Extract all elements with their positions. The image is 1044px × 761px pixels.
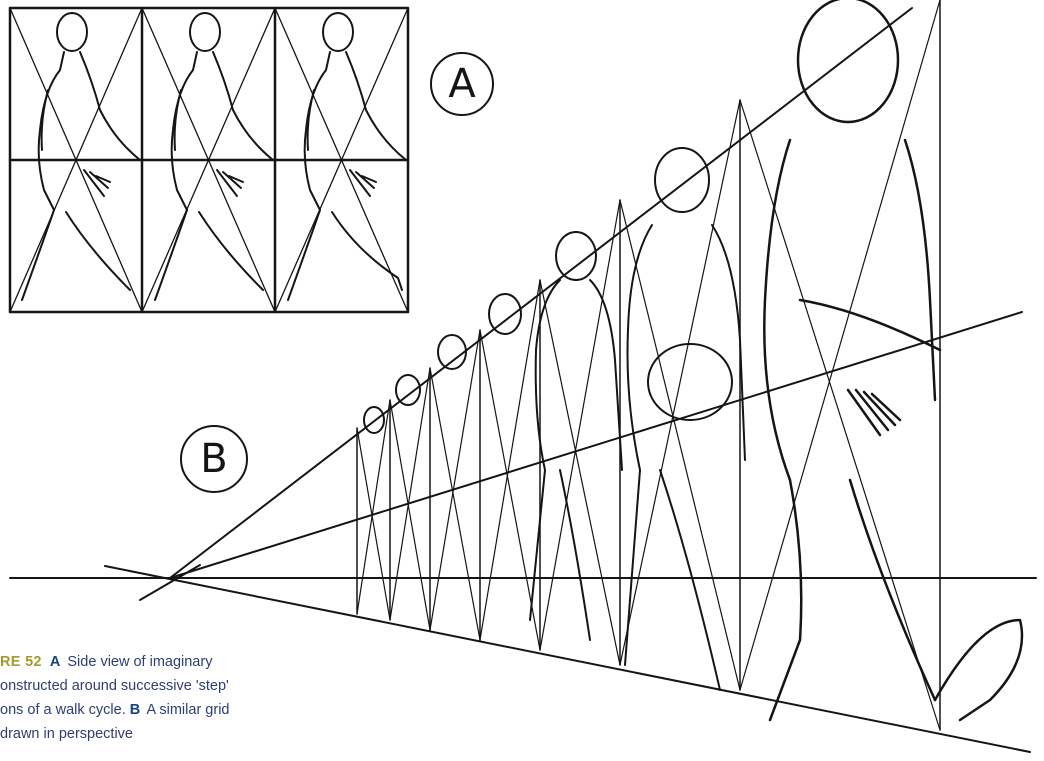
caption-line3-tail: A similar grid: [146, 702, 229, 718]
walker-head-3: [438, 335, 466, 369]
walker-head-1: [364, 407, 384, 433]
label-a: A: [448, 61, 475, 107]
caption-line-3: ons of a walk cycle. B A similar grid: [0, 698, 270, 722]
side-view-walker: [22, 13, 406, 300]
caption-key-b: B: [130, 702, 140, 718]
caption-line4-text: drawn in perspective: [0, 726, 133, 742]
side-walker-1: [22, 13, 140, 300]
figure-number: RE 52: [0, 654, 42, 670]
walker-7: [764, 0, 1022, 720]
caption-line3-text: ons of a walk cycle.: [0, 702, 126, 718]
caption-line-2: onstructed around successive 'step': [0, 674, 270, 698]
side-walker-3: [288, 13, 406, 300]
side-walker-2: [155, 13, 273, 300]
walker-6: [625, 148, 745, 690]
caption-line-1: RE 52 A Side view of imaginary: [0, 650, 270, 674]
caption-key-a: A: [50, 654, 60, 670]
perspective-rays: [105, 8, 1030, 752]
caption-line2-text: onstructed around successive 'step': [0, 678, 229, 694]
label-b: B: [200, 436, 227, 482]
caption-line-4: drawn in perspective: [0, 722, 270, 746]
label-b-circle: B: [180, 425, 248, 493]
figure-caption: RE 52 A Side view of imaginary onstructe…: [0, 650, 270, 746]
label-a-circle: A: [430, 52, 494, 116]
walker-head-4: [489, 294, 521, 334]
caption-line1-text: Side view of imaginary: [67, 654, 212, 670]
walker-head-2: [396, 375, 420, 405]
